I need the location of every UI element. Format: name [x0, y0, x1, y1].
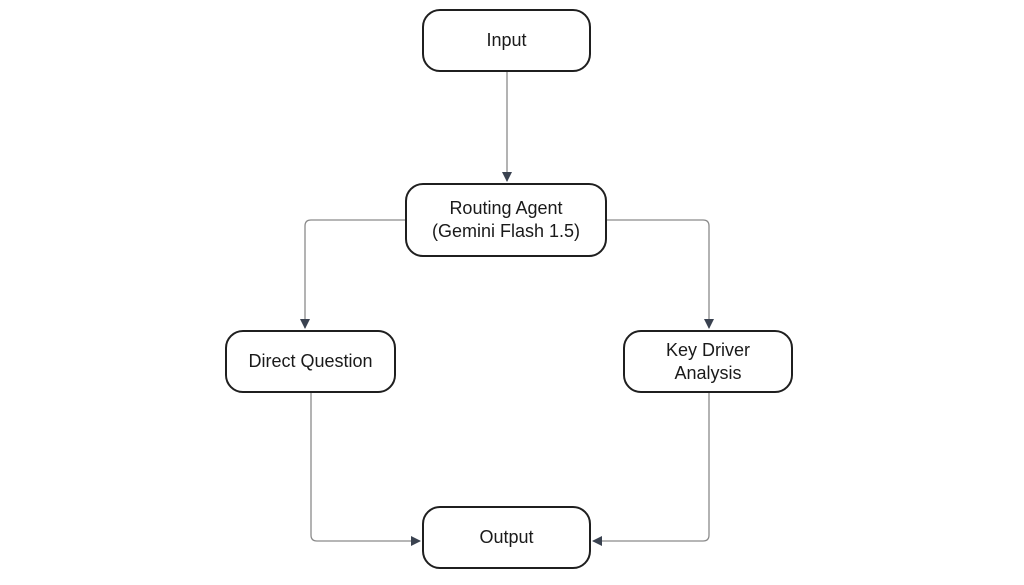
input-node: Input — [422, 9, 591, 72]
routing-agent-node: Routing Agent (Gemini Flash 1.5) — [405, 183, 607, 257]
output-node: Output — [422, 506, 591, 569]
key-driver-analysis-node: Key Driver Analysis — [623, 330, 793, 393]
routing-agent-node-label: Routing Agent (Gemini Flash 1.5) — [431, 198, 581, 241]
output-node-label: Output — [479, 527, 534, 547]
input-node-label: Input — [486, 30, 527, 50]
direct-question-node-label: Direct Question — [248, 351, 373, 371]
edge-routing-to-direct — [300, 219, 405, 329]
edge-direct-to-output — [310, 393, 421, 546]
edge-routing-to-kda — [607, 219, 714, 329]
key-driver-analysis-node-label: Key Driver Analysis — [665, 339, 750, 383]
edge-kda-to-output — [592, 393, 710, 546]
direct-question-node: Direct Question — [225, 330, 396, 393]
